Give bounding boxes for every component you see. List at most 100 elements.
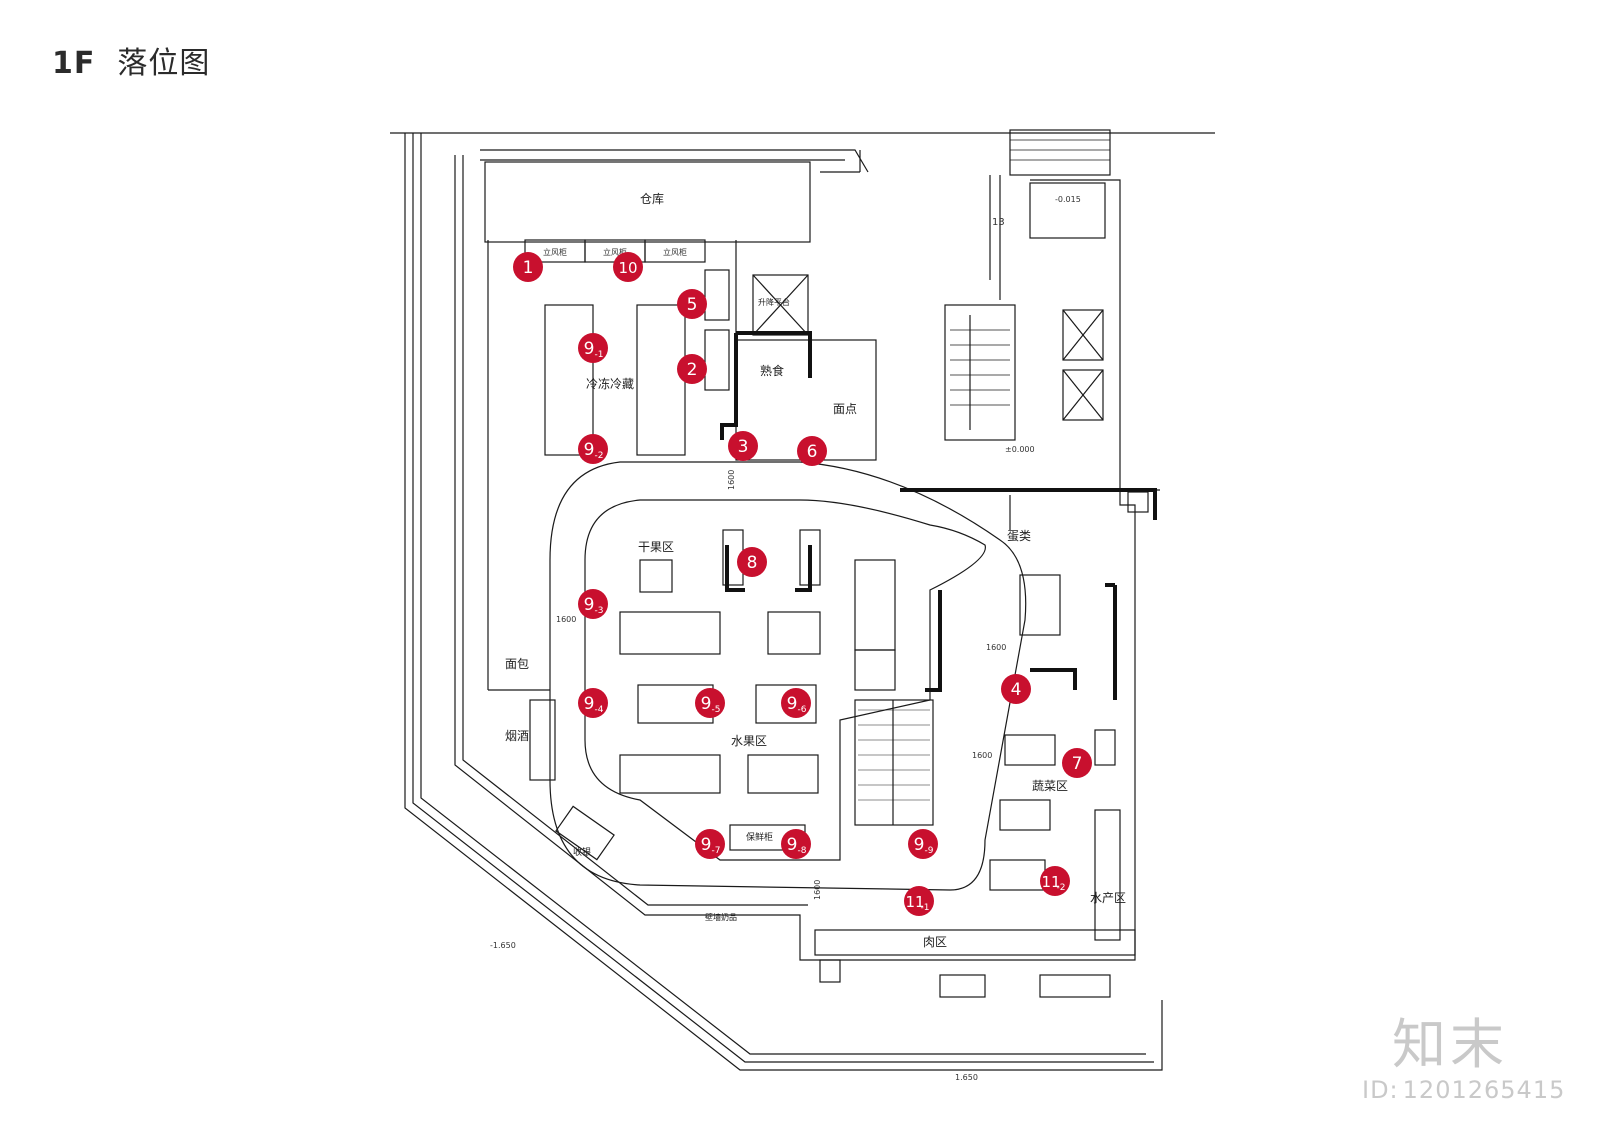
zone-bread: 面包 — [505, 657, 529, 671]
level-elev-d: 1.650 — [955, 1073, 978, 1082]
marker-9-2: 9-2 — [578, 434, 608, 464]
zone-frozen: 冷冻冷藏 — [586, 376, 634, 391]
zone-tobacco: 烟酒 — [505, 729, 529, 743]
marker-5: 5 — [677, 289, 707, 319]
zone-labels: 仓库 冷冻冷藏 熟食 面点 干果区 水果区 面包 烟酒 收银 蔬菜区 蛋类 水产… — [505, 191, 1126, 949]
watermark-logo: 知末 — [1392, 1013, 1508, 1076]
marker-subnumber: -2 — [1057, 883, 1066, 893]
zone-warehouse: 仓库 — [640, 191, 664, 206]
zone-cashier: 收银 — [573, 846, 591, 858]
dimension-3: 1600 — [986, 643, 1006, 652]
floor-number: 13 — [992, 217, 1005, 228]
zone-dried-fruit: 干果区 — [638, 540, 674, 554]
marker-circle — [904, 886, 934, 916]
marker-2: 2 — [677, 354, 707, 384]
marker-subnumber: -7 — [712, 846, 721, 856]
marker-circle — [1062, 748, 1092, 778]
marker-circle — [1040, 866, 1070, 896]
marker-11-2: 11-2 — [1040, 866, 1070, 896]
marker-circle — [613, 252, 643, 282]
watermark-id-number: 1201265415 — [1402, 1076, 1566, 1104]
marker-9-5: 9-5 — [695, 688, 725, 718]
marker-number: 7 — [1072, 754, 1083, 774]
cabinet-label-2: 立风柜 — [603, 247, 627, 257]
marker-number: 10 — [618, 259, 637, 277]
marker-number: 11 — [1041, 873, 1060, 891]
marker-circle — [695, 829, 725, 859]
zone-lift: 升降平台 — [758, 297, 790, 307]
marker-1: 1 — [513, 252, 543, 282]
zone-meat: 肉区 — [923, 935, 947, 949]
marker-number: 9 — [584, 339, 595, 359]
marker-number: 9 — [914, 835, 925, 855]
marker-number: 9 — [701, 694, 712, 714]
marker-circle — [578, 688, 608, 718]
marker-number: 9 — [584, 595, 595, 615]
marker-circle — [695, 688, 725, 718]
marker-9-7: 9-7 — [695, 829, 725, 859]
watermark-id-prefix: ID: — [1362, 1076, 1399, 1104]
marker-number: 1 — [523, 258, 534, 278]
marker-subnumber: -8 — [798, 846, 807, 856]
zone-eggs: 蛋类 — [1007, 529, 1031, 543]
marker-subnumber: -1 — [595, 350, 604, 360]
marker-8: 8 — [737, 547, 767, 577]
marker-circle — [513, 252, 543, 282]
zone-aquatic: 水产区 — [1090, 891, 1126, 905]
marker-subnumber: -2 — [595, 451, 604, 461]
zone-fruit: 水果区 — [731, 734, 767, 748]
marker-9-8: 9-8 — [781, 829, 811, 859]
marker-circle — [781, 829, 811, 859]
marker-circle — [578, 333, 608, 363]
marker-number: 9 — [787, 835, 798, 855]
marker-3: 3 — [728, 431, 758, 461]
marker-number: 9 — [584, 440, 595, 460]
marker-number: 9 — [584, 694, 595, 714]
marker-subnumber: -4 — [595, 705, 604, 715]
marker-circle — [578, 434, 608, 464]
dimension-1: 1600 — [727, 470, 736, 490]
dimension-2: 1600 — [556, 615, 576, 624]
marker-number: 3 — [738, 437, 749, 457]
marker-9-3: 9-3 — [578, 589, 608, 619]
marker-11-1: 11-1 — [904, 886, 934, 916]
marker-number: 11 — [905, 893, 924, 911]
marker-9-1: 9-1 — [578, 333, 608, 363]
dimension-4: 1600 — [972, 751, 992, 760]
zone-dairy: 壁墙奶品 — [705, 912, 737, 922]
watermark-id: ID:1201265415 — [1362, 1076, 1565, 1104]
marker-9-9: 9-9 — [908, 829, 938, 859]
marker-9-6: 9-6 — [781, 688, 811, 718]
marker-7: 7 — [1062, 748, 1092, 778]
marker-circle — [781, 688, 811, 718]
level-elev-a: -0.015 — [1055, 195, 1081, 204]
dimension-5: 1600 — [813, 880, 822, 900]
marker-circle — [728, 431, 758, 461]
marker-circle — [1001, 674, 1031, 704]
level-elev-c: -1.650 — [490, 941, 516, 950]
technical-labels: 立风柜 立风柜 立风柜 1600 1600 1600 1600 1600 -0.… — [490, 195, 1081, 1082]
zone-fresh-cabinet: 保鲜柜 — [746, 831, 773, 843]
plan-walls — [390, 129, 1215, 1071]
marker-subnumber: -1 — [921, 903, 930, 913]
marker-subnumber: -9 — [925, 846, 934, 856]
marker-number: 2 — [687, 360, 698, 380]
marker-number: 4 — [1011, 680, 1022, 700]
zone-vegetables: 蔬菜区 — [1032, 779, 1068, 793]
marker-subnumber: -5 — [712, 705, 721, 715]
marker-number: 6 — [807, 442, 818, 462]
thick-walls — [720, 331, 1157, 700]
zone-pastry: 面点 — [833, 402, 857, 416]
marker-6: 6 — [797, 436, 827, 466]
title-name: 落位图 — [117, 46, 211, 81]
floor-level: 1F — [52, 46, 96, 81]
marker-circle — [677, 354, 707, 384]
level-elev-b: ±0.000 — [1005, 445, 1035, 454]
marker-number: 9 — [701, 835, 712, 855]
marker-circle — [578, 589, 608, 619]
zone-deli: 熟食 — [760, 363, 784, 378]
marker-4: 4 — [1001, 674, 1031, 704]
cabinet-label-1: 立风柜 — [543, 247, 567, 257]
